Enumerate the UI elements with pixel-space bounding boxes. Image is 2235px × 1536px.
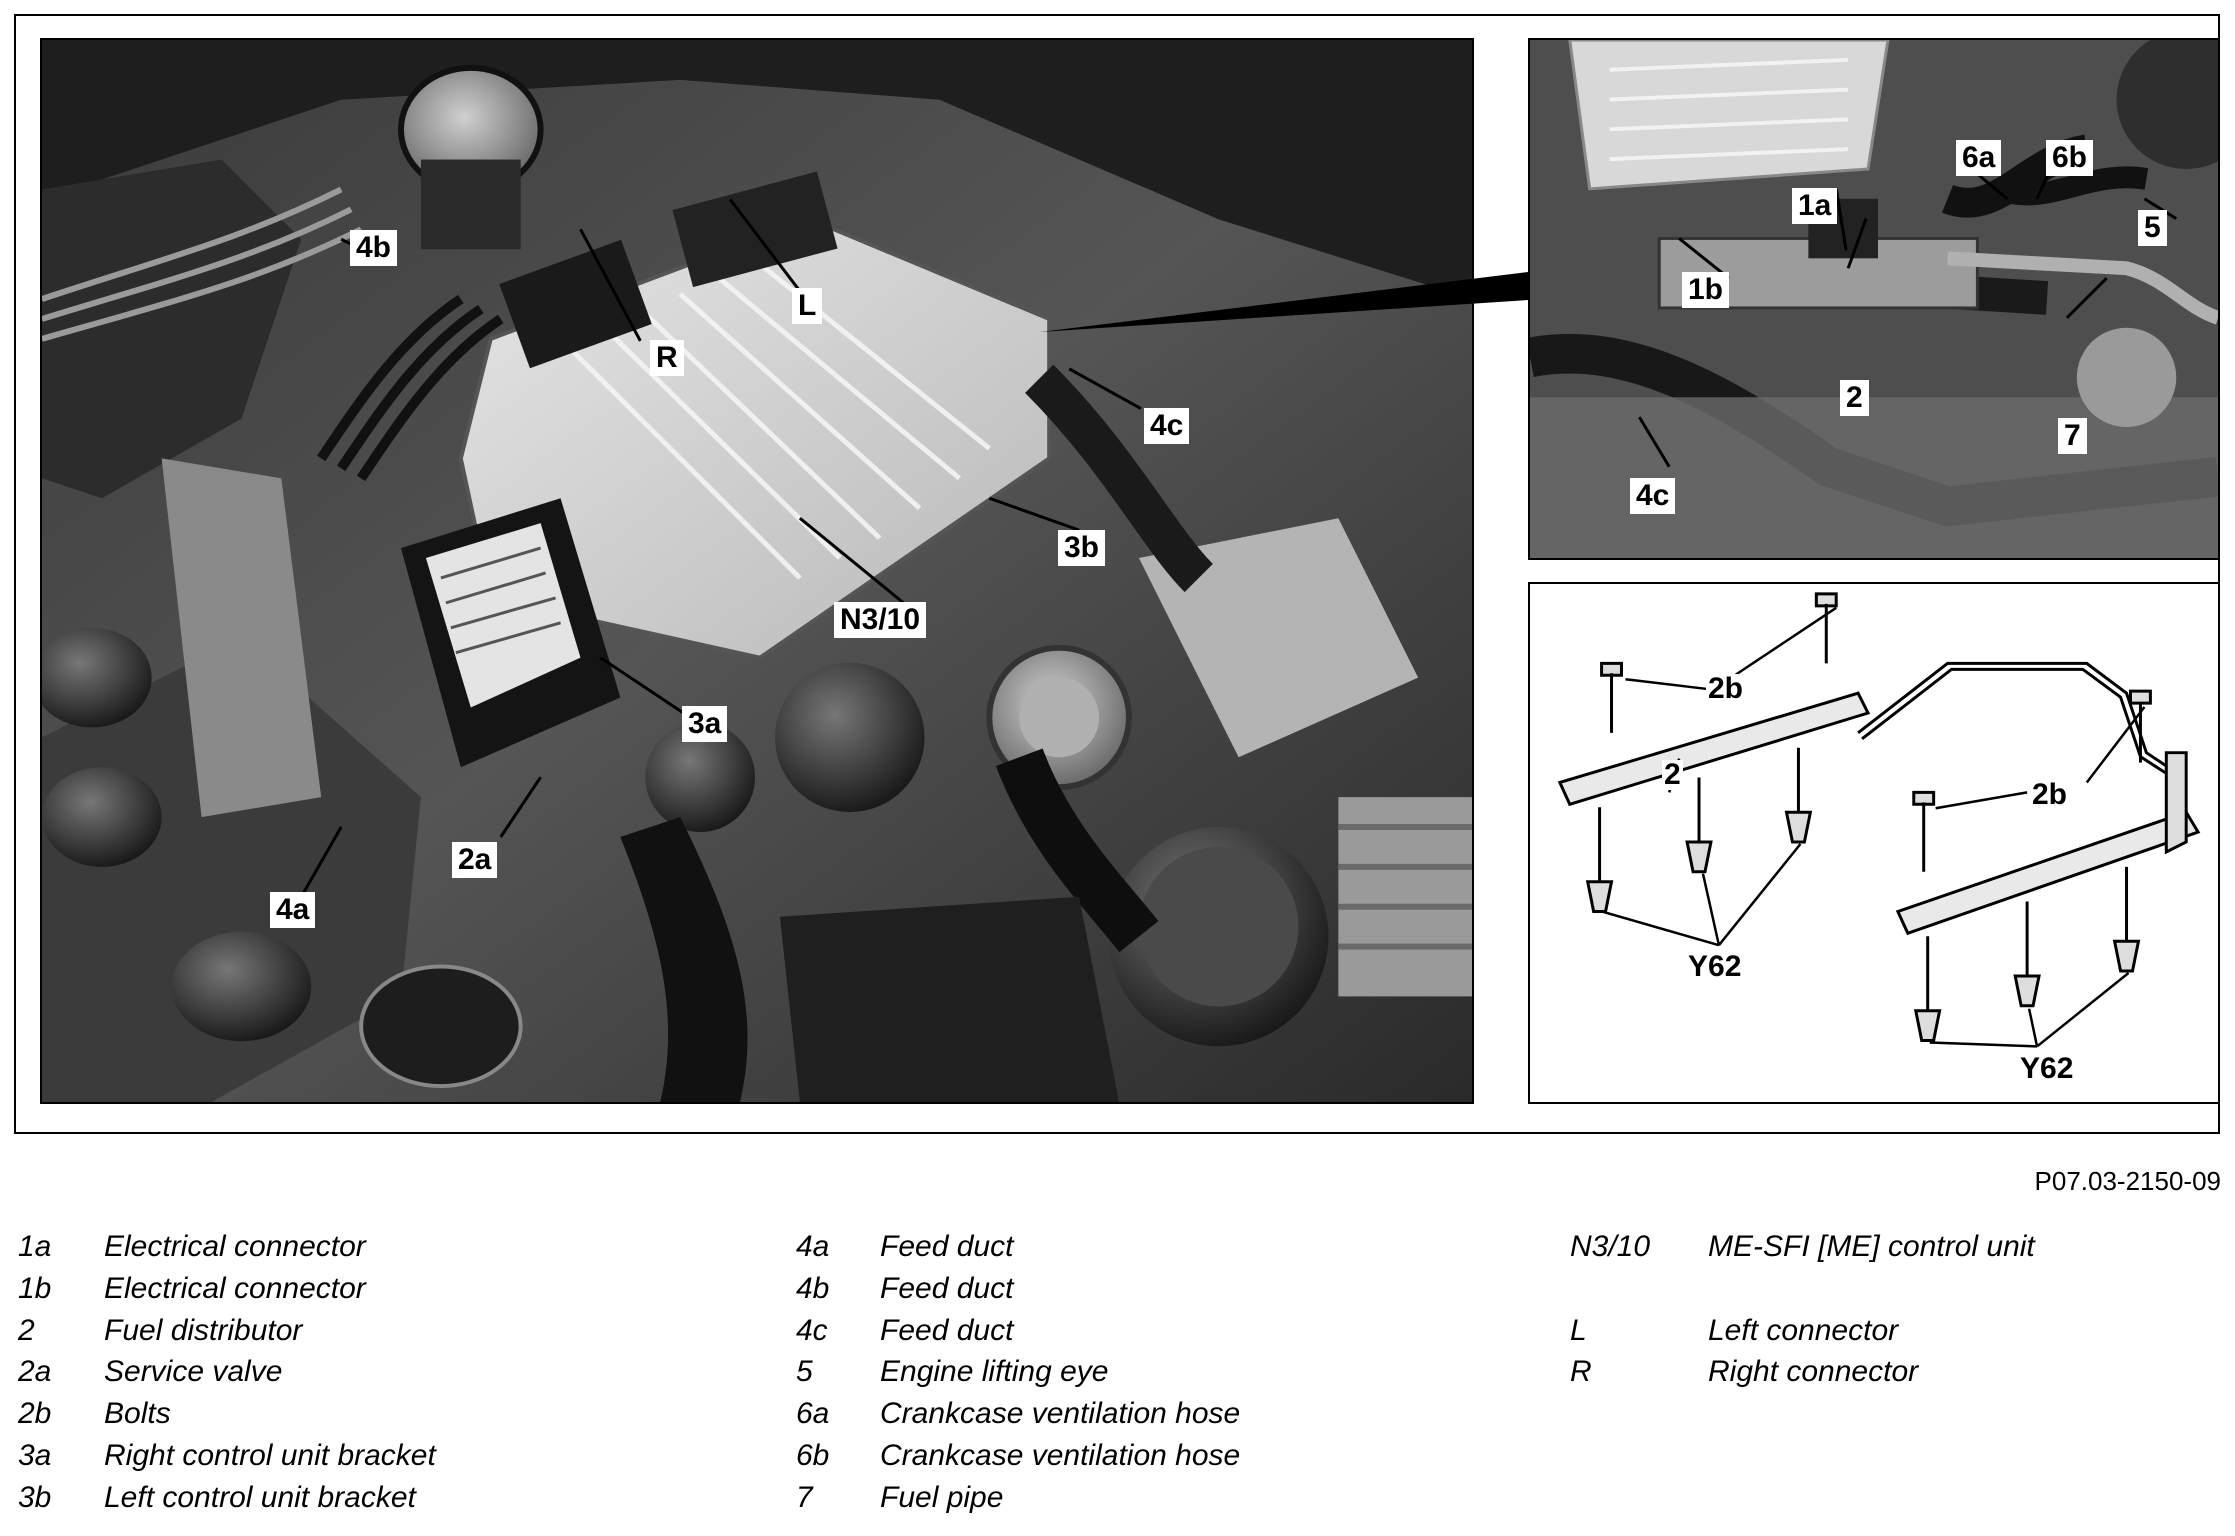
legend-desc: Crankcase ventilation hose — [880, 1397, 1241, 1431]
callout-6a: 6a — [1956, 140, 2002, 176]
drawing-label-2b-right: 2b — [2030, 778, 2070, 811]
legend-key: 4b — [796, 1271, 830, 1305]
callout-4c-inset: 4c — [1630, 478, 1676, 514]
drawing-label-2: 2 — [1662, 758, 1683, 791]
fuel-rail-drawing: 2b 2b 2 Y62 2b Y62 — [1528, 582, 2220, 1104]
legend-key: 5 — [796, 1355, 813, 1389]
callout-4a: 4a — [270, 892, 316, 928]
callout-l: L — [792, 288, 823, 324]
callout-2a: 2a — [452, 842, 498, 878]
detail-photo: 1a 6a 6b 5 1b 2 7 4c — [1528, 38, 2220, 560]
legend-desc: Right connector — [1708, 1355, 1919, 1389]
drawing-label-y62-left: Y62 — [1686, 950, 1744, 983]
legend-key: 4c — [796, 1313, 828, 1347]
callout-7: 7 — [2058, 418, 2087, 454]
legend-desc: Bolts — [104, 1397, 171, 1431]
legend-key: 3a — [18, 1438, 52, 1472]
legend-desc: Fuel pipe — [880, 1480, 1004, 1514]
legend-key: 4a — [796, 1230, 830, 1263]
legend-key: 2a — [18, 1355, 52, 1389]
legend-key: N3/10 — [1570, 1230, 1651, 1263]
legend-desc: Left connector — [1708, 1313, 1899, 1347]
engine-bay-photo: 4b R L 4c 3b N3/10 3a 2a 4a — [40, 38, 1474, 1104]
figure-id: P07.03-2150-09 — [2034, 1166, 2221, 1196]
legend-desc: Right control unit bracket — [104, 1438, 436, 1472]
callout-3a: 3a — [682, 706, 728, 742]
drawing-label-2b-left: 2b — [1706, 672, 1746, 705]
callout-6b: 6b — [2046, 140, 2094, 176]
legend-key: 1a — [18, 1230, 52, 1263]
legend-key: 3b — [18, 1480, 52, 1514]
legend-desc: Feed duct — [880, 1230, 1014, 1263]
callout-2: 2 — [1840, 380, 1869, 416]
legend-desc: ME-SFI [ME] control unit — [1708, 1230, 2035, 1263]
legend-desc: Crankcase ventilation hose — [880, 1438, 1241, 1472]
legend-key: L — [1570, 1313, 1587, 1347]
legend-desc: Service valve — [104, 1355, 283, 1389]
legend-desc: Electrical connector — [104, 1230, 366, 1263]
legend-desc: Fuel distributor — [104, 1313, 303, 1347]
legend-key: 2b — [18, 1397, 52, 1431]
legend-key: 6a — [796, 1397, 830, 1431]
legend-key: 7 — [796, 1480, 813, 1514]
drawing-label-y62-right: Y62 — [2018, 1052, 2076, 1085]
callout-4c: 4c — [1144, 408, 1190, 444]
callout-5: 5 — [2138, 210, 2167, 246]
legend-desc: Feed duct — [880, 1271, 1014, 1305]
callout-4b: 4b — [350, 230, 398, 266]
legend-desc: Feed duct — [880, 1313, 1014, 1347]
legend-key: 2 — [18, 1313, 35, 1347]
legend-key: 6b — [796, 1438, 830, 1472]
callout-n3-10: N3/10 — [834, 602, 927, 638]
legend-key: R — [1570, 1355, 1592, 1389]
callout-1a: 1a — [1792, 188, 1838, 224]
legend-desc: Electrical connector — [104, 1271, 366, 1305]
callout-3b: 3b — [1058, 530, 1106, 566]
callout-1b: 1b — [1682, 272, 1730, 308]
legend-key: 1b — [18, 1271, 52, 1305]
legend-desc: Engine lifting eye — [880, 1355, 1109, 1389]
legend-desc: Left control unit bracket — [104, 1480, 416, 1514]
fuel-rail-line-art — [1557, 592, 2201, 1048]
callout-r: R — [650, 340, 684, 376]
detail-illustration — [1530, 40, 2218, 558]
engine-bay-illustration — [42, 40, 1472, 1102]
